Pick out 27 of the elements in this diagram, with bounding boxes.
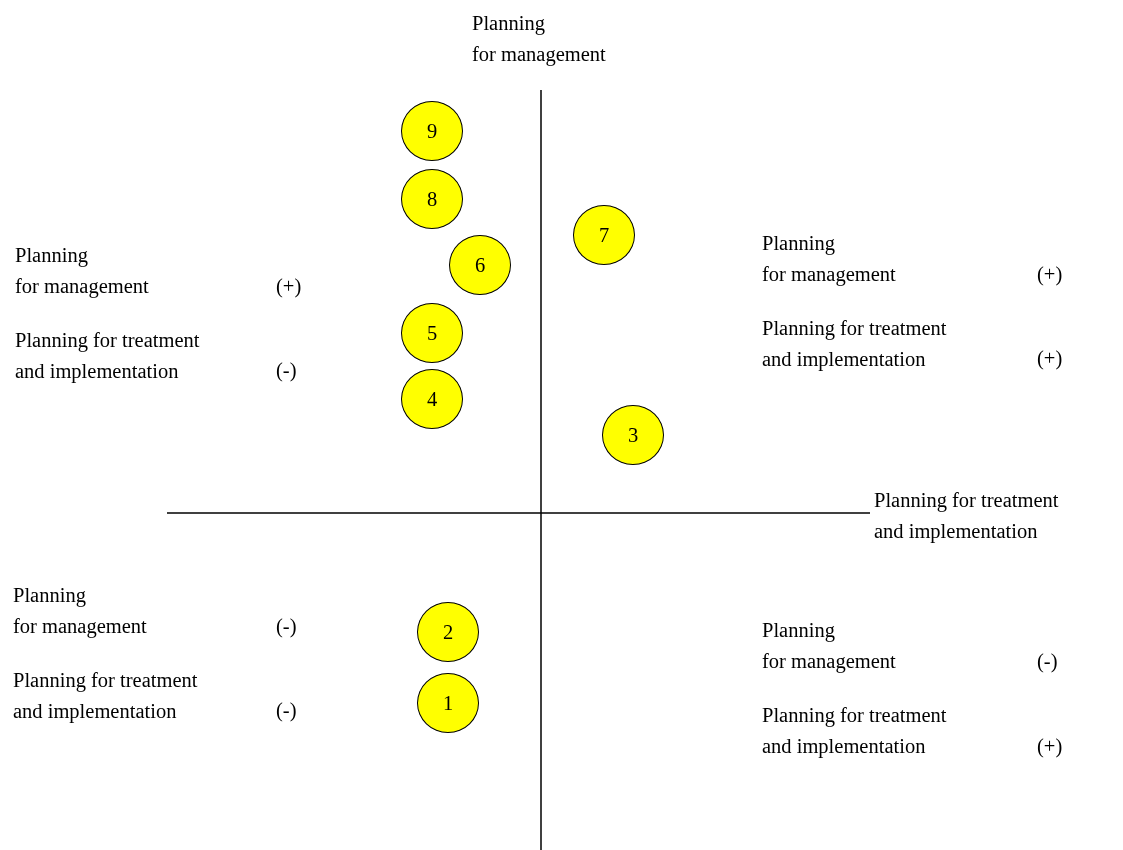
sign-label: (+)	[1037, 734, 1063, 760]
quadrant-label: Planning for treatment and implementation	[13, 668, 198, 725]
quadrant-label: Planning for management	[15, 243, 149, 300]
sign-label: (-)	[276, 614, 297, 640]
sign-label: (-)	[276, 358, 297, 384]
numbered-circle: 7	[573, 205, 635, 265]
quadrant-label: Planning for treatment and implementation	[15, 328, 200, 385]
numbered-circle: 5	[401, 303, 463, 363]
numbered-circle: 1	[417, 673, 479, 733]
quadrant-label: Planning for treatment and implementation	[762, 316, 947, 373]
numbered-circle: 4	[401, 369, 463, 429]
quadrant-label: Planning for treatment and implementation	[762, 703, 947, 760]
numbered-circle: 6	[449, 235, 511, 295]
sign-label: (+)	[1037, 346, 1063, 372]
sign-label: (-)	[1037, 649, 1058, 675]
numbered-circle: 3	[602, 405, 664, 465]
numbered-circle: 8	[401, 169, 463, 229]
quadrant-label: Planning for management	[762, 231, 896, 288]
quadrant-label: Planning for management	[762, 618, 896, 675]
axis-label: Planning for treatment and implementation	[874, 488, 1059, 545]
axis-label: Planning for management	[472, 11, 606, 68]
sign-label: (+)	[1037, 262, 1063, 288]
numbered-circle: 9	[401, 101, 463, 161]
numbered-circle: 2	[417, 602, 479, 662]
quadrant-label: Planning for management	[13, 583, 147, 640]
sign-label: (+)	[276, 274, 302, 300]
sign-label: (-)	[276, 698, 297, 724]
